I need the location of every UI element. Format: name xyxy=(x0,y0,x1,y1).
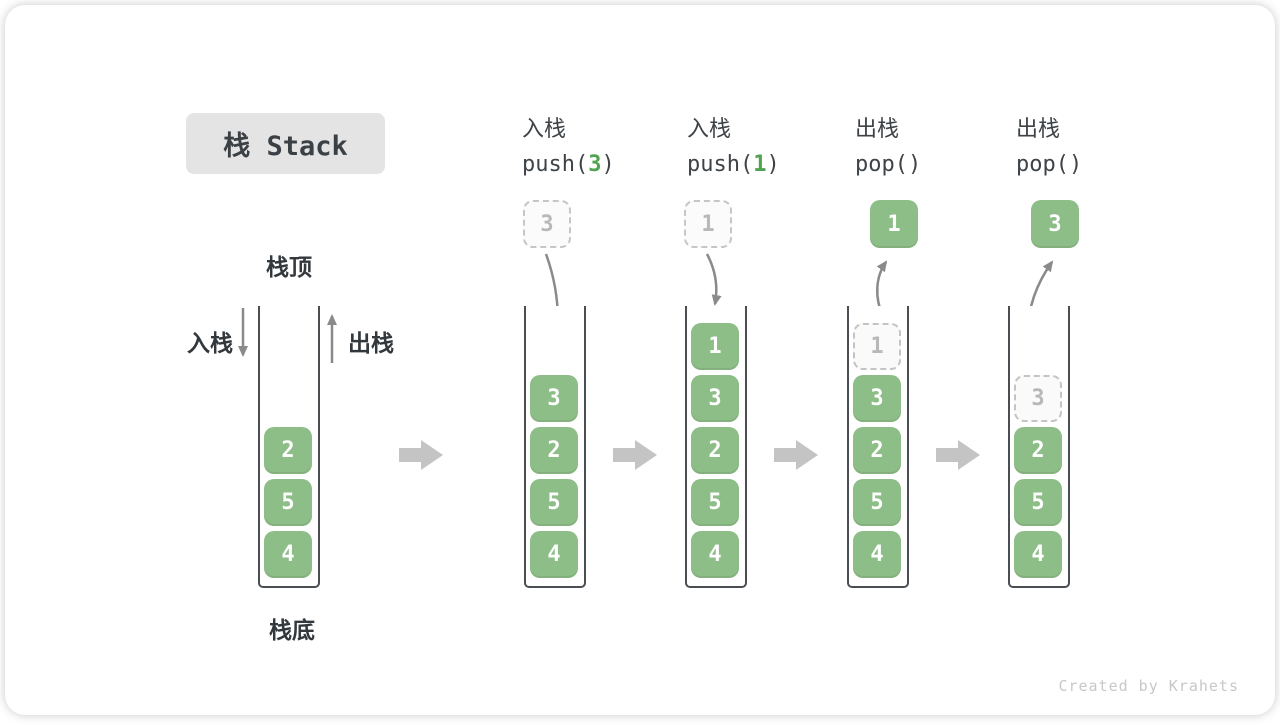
op-code: pop() xyxy=(855,152,921,177)
stack-item: 3 xyxy=(530,375,578,422)
stack-item-ghost: 3 xyxy=(1014,375,1062,422)
stack-item: 5 xyxy=(530,479,578,526)
stack-item: 4 xyxy=(530,531,578,578)
op-code-code_post: ) xyxy=(1068,152,1083,177)
op-code: pop() xyxy=(1016,152,1082,177)
stack-bottom-label: 栈底 xyxy=(269,617,315,643)
stack-item-value: 1 xyxy=(870,334,884,359)
stack-item-value: 2 xyxy=(870,438,884,463)
stack-item: 2 xyxy=(264,427,312,474)
stack-item-value: 3 xyxy=(547,386,561,411)
flow-arrow-icon xyxy=(774,440,818,470)
op-code-code_post: ) xyxy=(766,152,780,177)
stack-item: 1 xyxy=(691,323,739,370)
floating-popped-value-box: 1 xyxy=(870,200,918,248)
stack-item: 3 xyxy=(853,375,901,422)
stack-item-value: 3 xyxy=(870,386,884,411)
pop-side-label: 出栈 xyxy=(348,330,394,356)
stack-item: 5 xyxy=(264,479,312,526)
push-side-label: 入栈 xyxy=(187,330,233,356)
stack-item-ghost: 1 xyxy=(853,323,901,370)
floating-push-value-box: 1 xyxy=(684,200,732,248)
op-label: 入栈 push(3) xyxy=(522,111,615,177)
op-code: push(1) xyxy=(687,152,780,177)
stack-item: 5 xyxy=(1014,479,1062,526)
stack-item-value: 4 xyxy=(547,542,561,567)
floating-push-value-box: 3 xyxy=(523,200,571,248)
op-label-cn: 出栈 xyxy=(1016,116,1061,141)
stack-item: 2 xyxy=(1014,427,1062,474)
stack-item-value: 2 xyxy=(1031,438,1045,463)
stack-item: 4 xyxy=(264,531,312,578)
stack-item-value: 2 xyxy=(708,438,722,463)
floating-value: 3 xyxy=(1048,211,1062,237)
op-code-code_pre: pop( xyxy=(1016,152,1069,177)
stack-item-value: 1 xyxy=(708,334,722,359)
op-label-cn: 出栈 xyxy=(855,116,900,141)
flow-arrow-icon xyxy=(399,440,443,470)
op-label: 出栈 pop() xyxy=(1016,111,1082,177)
stack-item: 2 xyxy=(691,427,739,474)
stack-item-value: 2 xyxy=(281,438,295,463)
stack-item: 2 xyxy=(530,427,578,474)
stack-item: 4 xyxy=(691,531,739,578)
floating-value: 3 xyxy=(540,211,554,237)
stack-item-value: 4 xyxy=(708,542,722,567)
stack-item-value: 5 xyxy=(281,490,295,515)
op-label: 出栈 pop() xyxy=(855,111,921,177)
op-code-code_pre: push( xyxy=(522,152,589,177)
title-badge: 栈 Stack xyxy=(186,113,385,174)
flow-arrow-icon xyxy=(936,440,980,470)
stack-item-value: 4 xyxy=(281,542,295,567)
stack-item: 5 xyxy=(691,479,739,526)
push-arrow-icon xyxy=(705,253,722,306)
title-text: 栈 Stack xyxy=(223,131,348,162)
stack-item: 3 xyxy=(691,375,739,422)
flow-arrow-icon xyxy=(613,440,657,470)
op-label-cn: 入栈 xyxy=(687,116,732,141)
op-code-code_arg: 1 xyxy=(753,152,767,177)
stack-item-value: 5 xyxy=(708,490,722,515)
floating-value: 1 xyxy=(701,211,715,237)
credit-text: Created by Krahets xyxy=(1058,677,1239,695)
op-code-code_post: ) xyxy=(907,152,922,177)
floating-value: 1 xyxy=(887,211,901,237)
diagram-card: 栈 Stack 栈顶 栈底 入栈 出栈 Created by Krahets 2… xyxy=(5,5,1275,715)
stack-item: 5 xyxy=(853,479,901,526)
op-code: push(3) xyxy=(522,152,615,177)
floating-popped-value-box: 3 xyxy=(1031,200,1079,248)
op-label: 入栈 push(1) xyxy=(687,111,780,177)
stack-item-value: 3 xyxy=(1031,386,1045,411)
stack-item-value: 4 xyxy=(870,542,884,567)
stack-item: 4 xyxy=(1014,531,1062,578)
stack-item-value: 3 xyxy=(708,386,722,411)
stack-item-value: 5 xyxy=(870,490,884,515)
stack-item: 4 xyxy=(853,531,901,578)
op-code-code_pre: push( xyxy=(687,152,754,177)
stack-item-value: 5 xyxy=(547,490,561,515)
stack-item-value: 5 xyxy=(1031,490,1045,515)
op-code-code_arg: 3 xyxy=(588,152,602,177)
stack-top-label: 栈顶 xyxy=(266,254,312,280)
stack-item-value: 2 xyxy=(547,438,561,463)
op-code-code_pre: pop( xyxy=(855,152,908,177)
op-label-cn: 入栈 xyxy=(522,116,567,141)
op-code-code_post: ) xyxy=(601,152,615,177)
stack-item: 2 xyxy=(853,427,901,474)
stack-item-value: 4 xyxy=(1031,542,1045,567)
